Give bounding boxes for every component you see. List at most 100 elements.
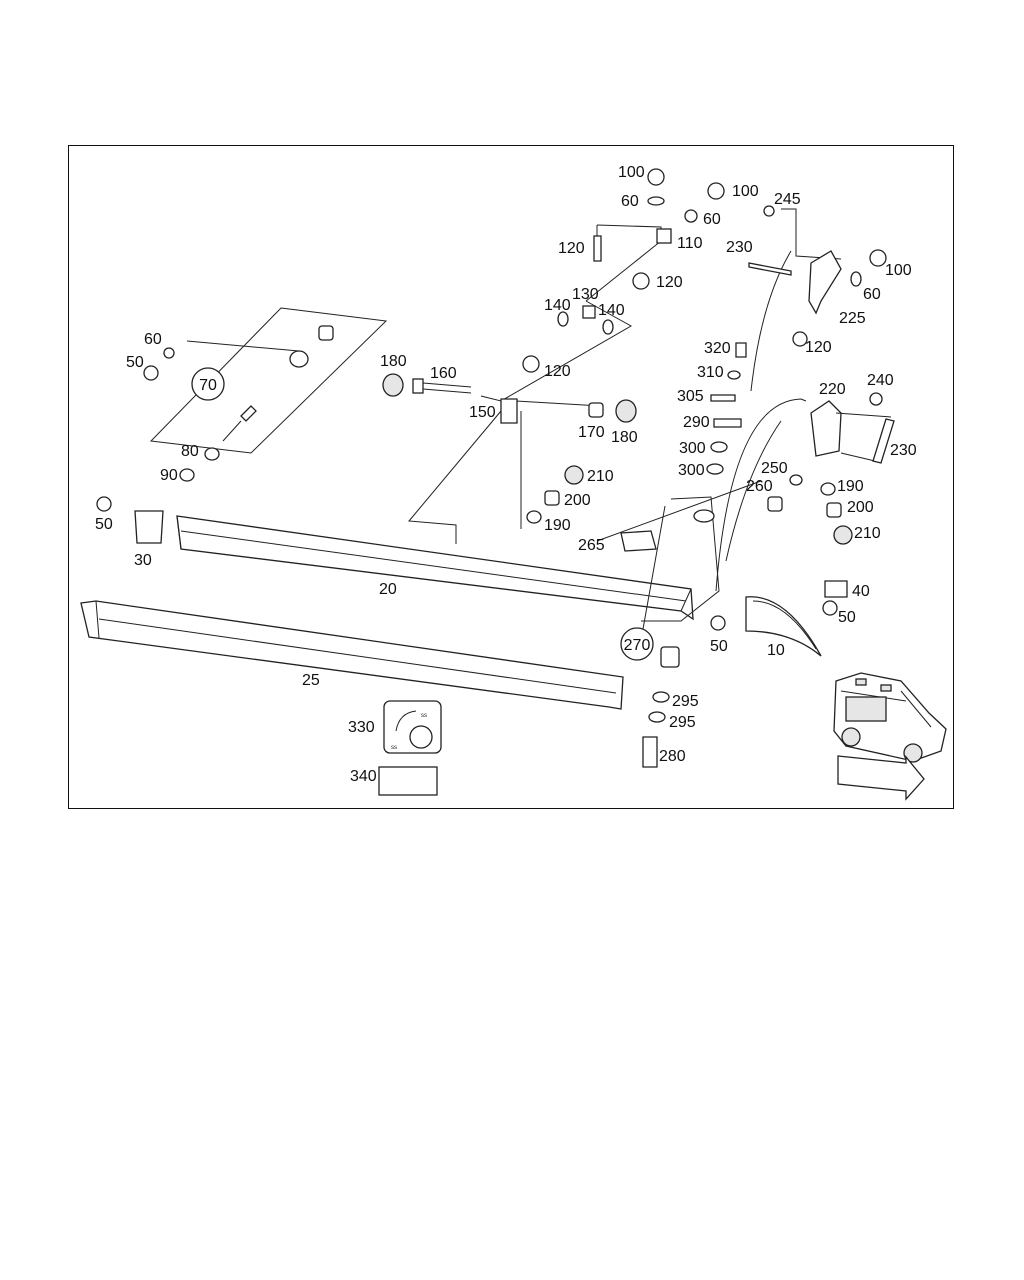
label-120: 120 [805,339,832,356]
nut-200 [826,502,842,518]
sill-panel-25 [80,600,624,710]
group-70: 70 [149,307,388,454]
label-160: 160 [430,365,457,382]
callout-circle-270 [620,627,654,661]
label-10: 10 [767,642,785,659]
sill-panel-20 [176,515,694,621]
pin-230 [748,262,792,276]
label-230: 230 [890,442,917,459]
washer-140 [602,319,614,335]
label-295: 295 [669,714,696,731]
label-140: 140 [598,302,625,319]
label-130: 130 [572,286,599,303]
exploded-parts-diagram: 70 [80,164,947,801]
label-305: 305 [677,388,704,405]
hinge-225 [748,205,887,347]
label-180: 180 [380,353,407,370]
label-210: 210 [854,525,881,542]
label-60: 60 [703,211,721,228]
direction-arrow [837,755,925,801]
cap-30 [134,510,164,544]
clip-280 [642,736,658,768]
label-50: 50 [710,638,728,655]
cap-180 [615,399,637,423]
sticker-text-2: ss [391,745,397,751]
nut-200 [544,490,560,506]
nut-170 [588,402,604,418]
label-100: 100 [618,164,645,181]
clip-part [318,325,334,341]
washer-300 [706,463,724,475]
washer-300 [710,441,728,453]
label-330: 330 [348,719,375,736]
label-220: 220 [819,381,846,398]
part-305 [710,394,736,402]
part-labels: 100 100 60 60 245 110 120 230 100 120 60… [95,164,917,785]
cap-40 [824,580,848,598]
ring-60 [850,271,862,287]
bolt-160 [412,378,472,394]
washer-295 [652,691,670,703]
label-110: 110 [677,235,703,252]
label-200: 200 [564,492,591,509]
label-300: 300 [679,440,706,457]
label-50: 50 [126,354,144,371]
label-20: 20 [379,581,397,598]
label-150: 150 [469,404,496,421]
arch-trim-10 [745,596,822,657]
sticker-330: ss ss [383,700,442,754]
pin-100 [707,182,725,200]
sticker-340 [378,766,438,796]
screw-245 [763,205,775,217]
bracket-150 [500,398,518,424]
group-270: 270 [620,496,720,668]
washer-140 [557,311,569,327]
cap-210 [564,465,584,485]
label-280: 280 [659,748,686,765]
label-60: 60 [144,331,162,348]
label-240: 240 [867,372,894,389]
label-295: 295 [672,693,699,710]
pin-240 [869,392,883,406]
label-50: 50 [95,516,113,533]
label-80: 80 [181,443,199,460]
part-290 [713,418,742,428]
label-245: 245 [774,191,801,208]
label-310: 310 [697,364,724,381]
cap-210 [833,525,853,545]
washer-250 [789,474,803,486]
clip-130 [582,305,596,319]
label-180: 180 [611,429,638,446]
bracket-110 [656,228,672,244]
washer-295 [648,711,666,723]
screw-320 [735,342,747,358]
label-120: 120 [656,274,683,291]
label-100: 100 [732,183,759,200]
ring-60 [163,347,175,359]
ring-60 [647,196,665,206]
callout-70: 70 [199,377,217,394]
screw-50 [143,365,159,381]
screw-50 [822,600,838,616]
screw-120 [792,331,808,347]
label-265: 265 [578,537,605,554]
ring-60 [684,209,698,223]
nut-90 [179,468,195,482]
pin-100 [647,168,665,186]
label-50: 50 [838,609,856,626]
sticker-text-1: ss [421,713,427,719]
washer-190 [820,482,836,496]
label-320: 320 [704,340,731,357]
hinge-220 [767,392,895,616]
washer-80 [204,447,220,461]
screw-50 [710,615,726,631]
sticker-265 [620,530,657,552]
label-140: 140 [544,297,571,314]
label-30: 30 [134,552,152,569]
washer-310 [727,370,741,380]
label-210: 210 [587,468,614,485]
screw-120 [593,235,602,262]
label-170: 170 [578,424,605,441]
label-25: 25 [302,672,320,689]
label-290: 290 [683,414,710,431]
